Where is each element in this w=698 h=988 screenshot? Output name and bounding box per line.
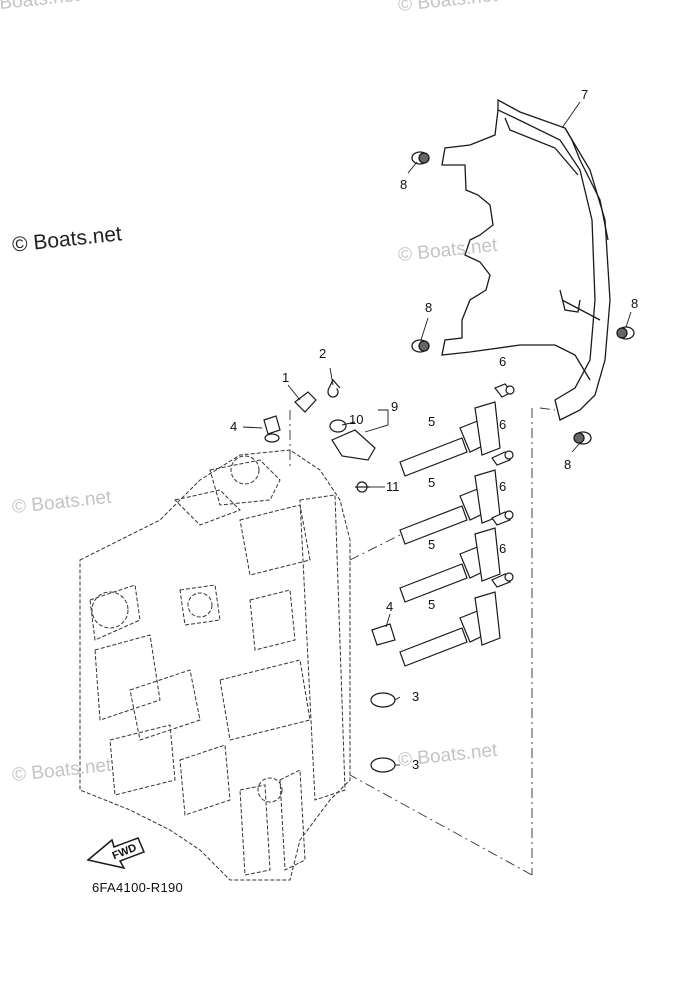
callout-number: 8 <box>631 296 639 311</box>
callout-number: 8 <box>400 177 408 192</box>
cover-plate <box>441 98 611 421</box>
dashed-assembly-lines <box>289 407 556 876</box>
callout-number: 10 <box>349 412 364 427</box>
callout-number: 1 <box>282 370 290 385</box>
callout-number: 4 <box>386 599 394 614</box>
callout-number: 4 <box>230 419 238 434</box>
callout-number: 9 <box>391 399 399 414</box>
callout-number: 5 <box>428 414 436 429</box>
bolts <box>327 378 515 588</box>
callout-number: 6 <box>499 354 507 369</box>
leader-lines <box>242 101 632 766</box>
callout-number: 6 <box>499 479 507 494</box>
fwd-arrow-icon <box>86 837 145 870</box>
ignition-coils <box>399 401 501 667</box>
callout-number: 8 <box>564 457 572 472</box>
callout-number: 5 <box>428 537 436 552</box>
callout-number: 5 <box>428 475 436 490</box>
small-parts <box>263 391 396 773</box>
callout-number: 6 <box>499 417 507 432</box>
drawing-code: 6FA4100-R190 <box>92 880 184 895</box>
callout-number: 7 <box>581 87 589 102</box>
callout-number: 8 <box>425 300 433 315</box>
callout-number: 2 <box>319 346 327 361</box>
callout-number: 3 <box>412 757 420 772</box>
callout-number: 11 <box>386 479 400 494</box>
callout-number: 3 <box>412 689 420 704</box>
grommets <box>411 151 635 445</box>
callout-number: 5 <box>428 597 436 612</box>
engine-block <box>79 449 351 881</box>
callout-number: 6 <box>499 541 507 556</box>
